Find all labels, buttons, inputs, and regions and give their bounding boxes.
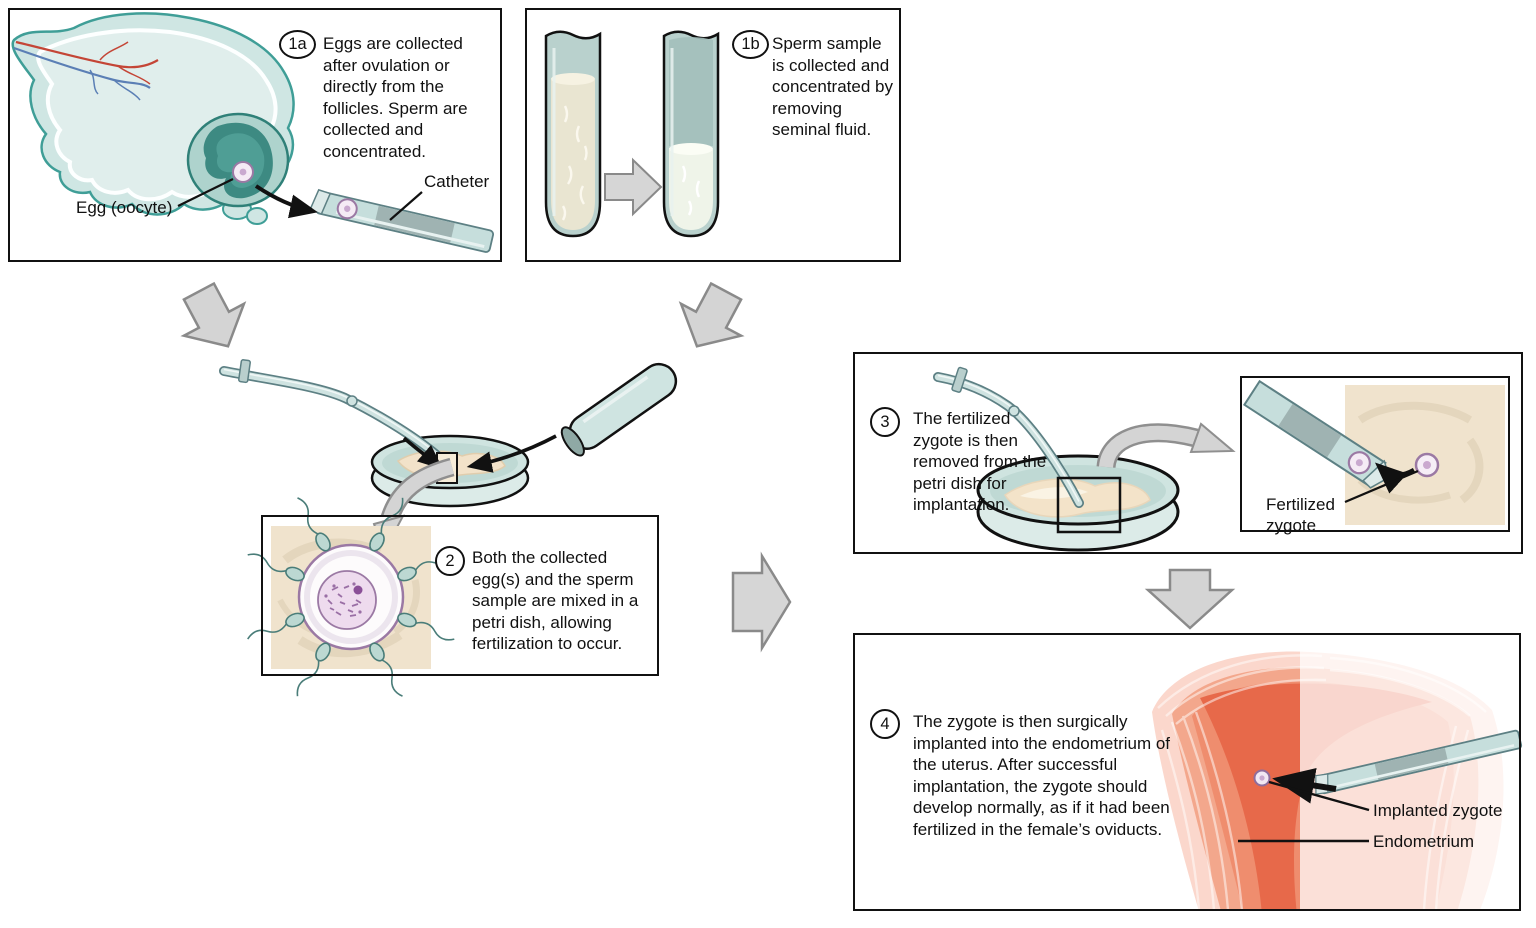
caption-step-4: The zygote is then surgically implanted … bbox=[913, 712, 1171, 839]
flow-arrow-from-1b bbox=[678, 281, 745, 348]
flow-arrow-from-1a bbox=[180, 281, 247, 348]
step-badge-3: 3 bbox=[870, 407, 900, 437]
panel-3 bbox=[853, 352, 1523, 554]
dish-to-inset-arrow bbox=[1096, 422, 1236, 469]
implanted-zygote-cell bbox=[1253, 769, 1271, 787]
egg-pipette bbox=[219, 359, 446, 464]
panel-3-inset bbox=[1240, 376, 1510, 532]
step-badge-1a: 1a bbox=[279, 30, 316, 59]
ovary-blood-vessels bbox=[13, 40, 159, 101]
fertilized-zygote-cell bbox=[1414, 452, 1440, 478]
implanted-zygote-leader bbox=[1268, 780, 1370, 812]
tube-concentrate-arrow bbox=[604, 157, 663, 217]
retrieval-zoom-rect bbox=[1056, 476, 1122, 534]
catheter-label-leader bbox=[389, 191, 423, 221]
concentrated-sperm-tube bbox=[662, 30, 720, 238]
panel-4 bbox=[853, 633, 1521, 911]
flow-arrow-2-to-3 bbox=[731, 551, 792, 653]
step-number: 3 bbox=[880, 412, 890, 431]
catheter-illustration bbox=[309, 188, 495, 253]
step-number: 2 bbox=[445, 551, 455, 570]
caption-step-2: Both the collected egg(s) and the sperm … bbox=[472, 548, 639, 654]
label-egg-oocyte: Egg (oocyte) bbox=[76, 198, 173, 217]
step-badge-4: 4 bbox=[870, 709, 900, 739]
label-fertilized-zygote: Fertilized zygote bbox=[1266, 495, 1335, 536]
panel-1b bbox=[525, 8, 901, 262]
inset-catheter bbox=[1242, 379, 1391, 489]
implantation-arrow bbox=[1272, 768, 1337, 804]
step-number: 4 bbox=[880, 714, 890, 733]
caption-step-1a: Eggs are collected after ovulation or di… bbox=[323, 34, 468, 161]
zygote-into-catheter-arrow bbox=[1374, 462, 1416, 494]
step-number: 1b bbox=[741, 35, 760, 54]
label-catheter: Catheter bbox=[424, 172, 490, 191]
label-endometrium: Endometrium bbox=[1373, 832, 1475, 851]
sperm-tube-pouring bbox=[560, 362, 678, 457]
tube-pour-arrow bbox=[466, 434, 557, 473]
egg-in-catheter bbox=[336, 198, 358, 220]
egg-label-leader bbox=[177, 178, 234, 207]
caption-step-3: The fertilized zygote is then removed fr… bbox=[913, 409, 1047, 515]
zygote-inset bbox=[1242, 379, 1505, 525]
egg-to-catheter-arrow bbox=[254, 184, 318, 219]
panel-1a bbox=[8, 8, 502, 262]
fertilized-zygote-leader bbox=[1344, 469, 1419, 504]
ovary-illustration bbox=[11, 12, 295, 225]
oocyte bbox=[232, 161, 254, 183]
step-badge-1b: 1b bbox=[732, 30, 769, 59]
egg-cell bbox=[297, 543, 405, 651]
flow-arrow-3-to-4 bbox=[1144, 568, 1236, 630]
panel-2 bbox=[261, 515, 659, 676]
retrieval-pipette bbox=[933, 366, 1084, 508]
caption-step-1b: Sperm sample is collected and concentrat… bbox=[772, 34, 893, 140]
step-number: 1a bbox=[288, 35, 307, 54]
step-badge-2: 2 bbox=[435, 546, 465, 576]
sperm-sample-tube bbox=[544, 30, 602, 238]
follicle bbox=[186, 112, 290, 208]
label-implanted-zygote: Implanted zygote bbox=[1373, 801, 1503, 820]
